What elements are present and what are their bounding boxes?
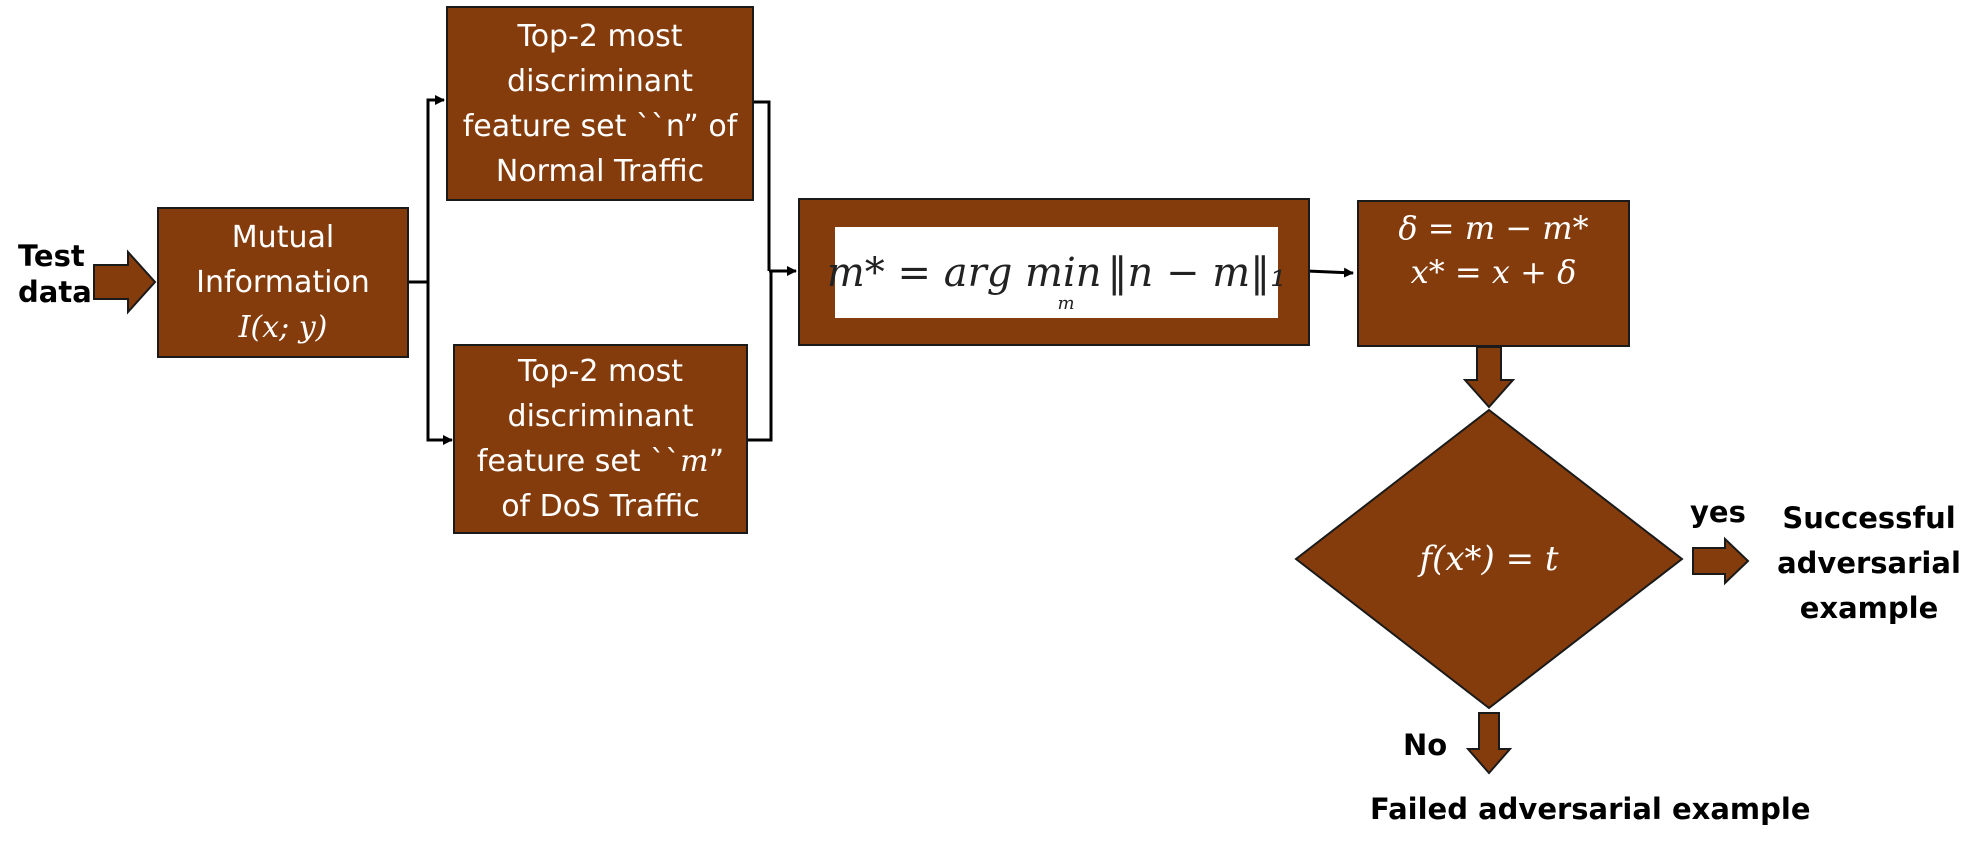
success-label-line2: adversarial	[1777, 546, 1961, 580]
decision-formula: f(x*) = t	[1419, 539, 1559, 579]
perturbation-line1: δ = m − m*	[1398, 209, 1589, 247]
fork-to-dos-connector	[426, 282, 453, 445]
mutual-information-line2: Information	[196, 265, 370, 300]
dos-box-line3-var: m	[680, 444, 709, 479]
yes-label: yes	[1690, 495, 1746, 529]
dos-box-line3-suffix: ”	[708, 444, 725, 479]
normal-box-line1: Top-2 most	[517, 18, 683, 54]
dos-box-line1: Top-2 most	[517, 354, 684, 389]
perturb-to-decision-block-arrow	[1462, 346, 1516, 409]
test-data-label: Test data	[18, 238, 92, 310]
dos-box-line3-prefix: feature set ``	[476, 444, 681, 479]
mutual-information-line1: Mutual	[231, 220, 335, 255]
mutual-information-box: Mutual Information I(x; y)	[157, 207, 409, 358]
argmin-formula-subscript: m	[1057, 292, 1075, 314]
normal-box-line4: Normal Traffic	[495, 153, 705, 189]
dos-to-argmin-connector	[746, 271, 773, 442]
no-block-arrow	[1465, 712, 1513, 775]
test-data-label-line1: Test	[18, 239, 85, 273]
argmin-to-perturb-arrow	[1306, 267, 1354, 278]
dos-box-line3: feature set ``m”	[477, 439, 724, 484]
argmin-formula-lhs: m* = arg min	[826, 249, 1102, 296]
no-label: No	[1403, 728, 1448, 762]
normal-traffic-feature-box: Top-2 most discriminant feature set ``n”…	[446, 6, 754, 201]
yes-block-arrow	[1692, 536, 1750, 586]
failed-label: Failed adversarial example	[1370, 792, 1811, 826]
input-block-arrow	[93, 249, 157, 315]
argmin-formula-panel: m* = arg min m ‖n − m‖₁	[827, 227, 1286, 318]
argmin-formula-rhs: ‖n − m‖₁	[1107, 249, 1287, 296]
dos-box-line2: discriminant	[507, 399, 694, 434]
success-label: Successful adversarial example	[1776, 496, 1962, 631]
decision-diamond	[1294, 408, 1684, 710]
perturbation-box: δ = m − m* x* = x + δ	[1357, 200, 1630, 347]
normal-box-line2: discriminant	[507, 63, 693, 99]
normal-box-line3: feature set ``n” of	[462, 108, 738, 144]
test-data-label-line2: data	[18, 275, 92, 309]
success-label-line3: example	[1799, 591, 1939, 625]
mutual-information-formula: I(x; y)	[238, 310, 328, 345]
perturbation-line2: x* = x + δ	[1410, 253, 1577, 291]
dos-box-line4: of DoS Traffic	[501, 489, 700, 524]
success-label-line1: Successful	[1782, 501, 1956, 535]
dos-traffic-feature-box: Top-2 most discriminant feature set ``m”…	[453, 344, 748, 534]
fork-to-normal-connector	[405, 95, 445, 284]
normal-to-argmin-connector	[752, 100, 771, 271]
